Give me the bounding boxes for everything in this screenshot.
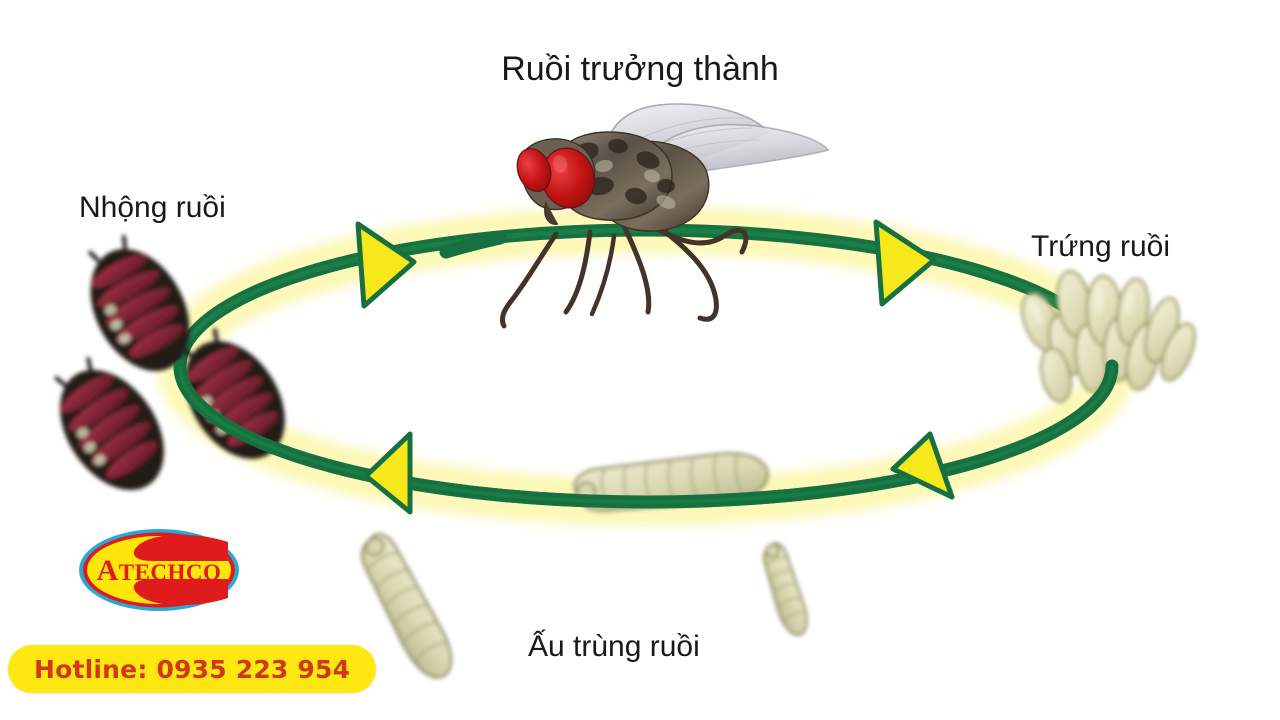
logo-swoosh-bottom [133, 579, 228, 606]
adult-fly [499, 103, 830, 329]
arrow-bottom-left [363, 431, 413, 515]
arrow-bottom-right [890, 431, 955, 500]
hotline-text: Hotline: 0935 223 954 [34, 654, 351, 684]
logo-initial: A [97, 554, 119, 587]
fly-eggs-cluster [1021, 270, 1196, 403]
logo-swoosh-top [133, 534, 228, 561]
logo-wordmark: ATECHCO [97, 554, 222, 587]
arrow-top-left [355, 221, 417, 309]
hotline-badge[interactable]: Hotline: 0935 223 954 [8, 645, 377, 693]
fly-pupae-cluster [54, 235, 285, 490]
arrow-top-right [873, 219, 937, 307]
label-larva: Ấu trùng ruồi [528, 630, 700, 663]
logo-rest: TECHCO [119, 560, 222, 585]
atechco-logo-mark: ATECHCO [79, 529, 239, 611]
cycle-ring-front [173, 231, 1119, 509]
atechco-logo: ATECHCO [78, 528, 240, 612]
label-pupa: Nhộng ruồi [79, 191, 226, 224]
label-egg: Trứng ruồi [1031, 230, 1171, 263]
label-adult-fly: Ruồi trưởng thành [501, 50, 779, 88]
cycle-arrows [355, 219, 955, 515]
